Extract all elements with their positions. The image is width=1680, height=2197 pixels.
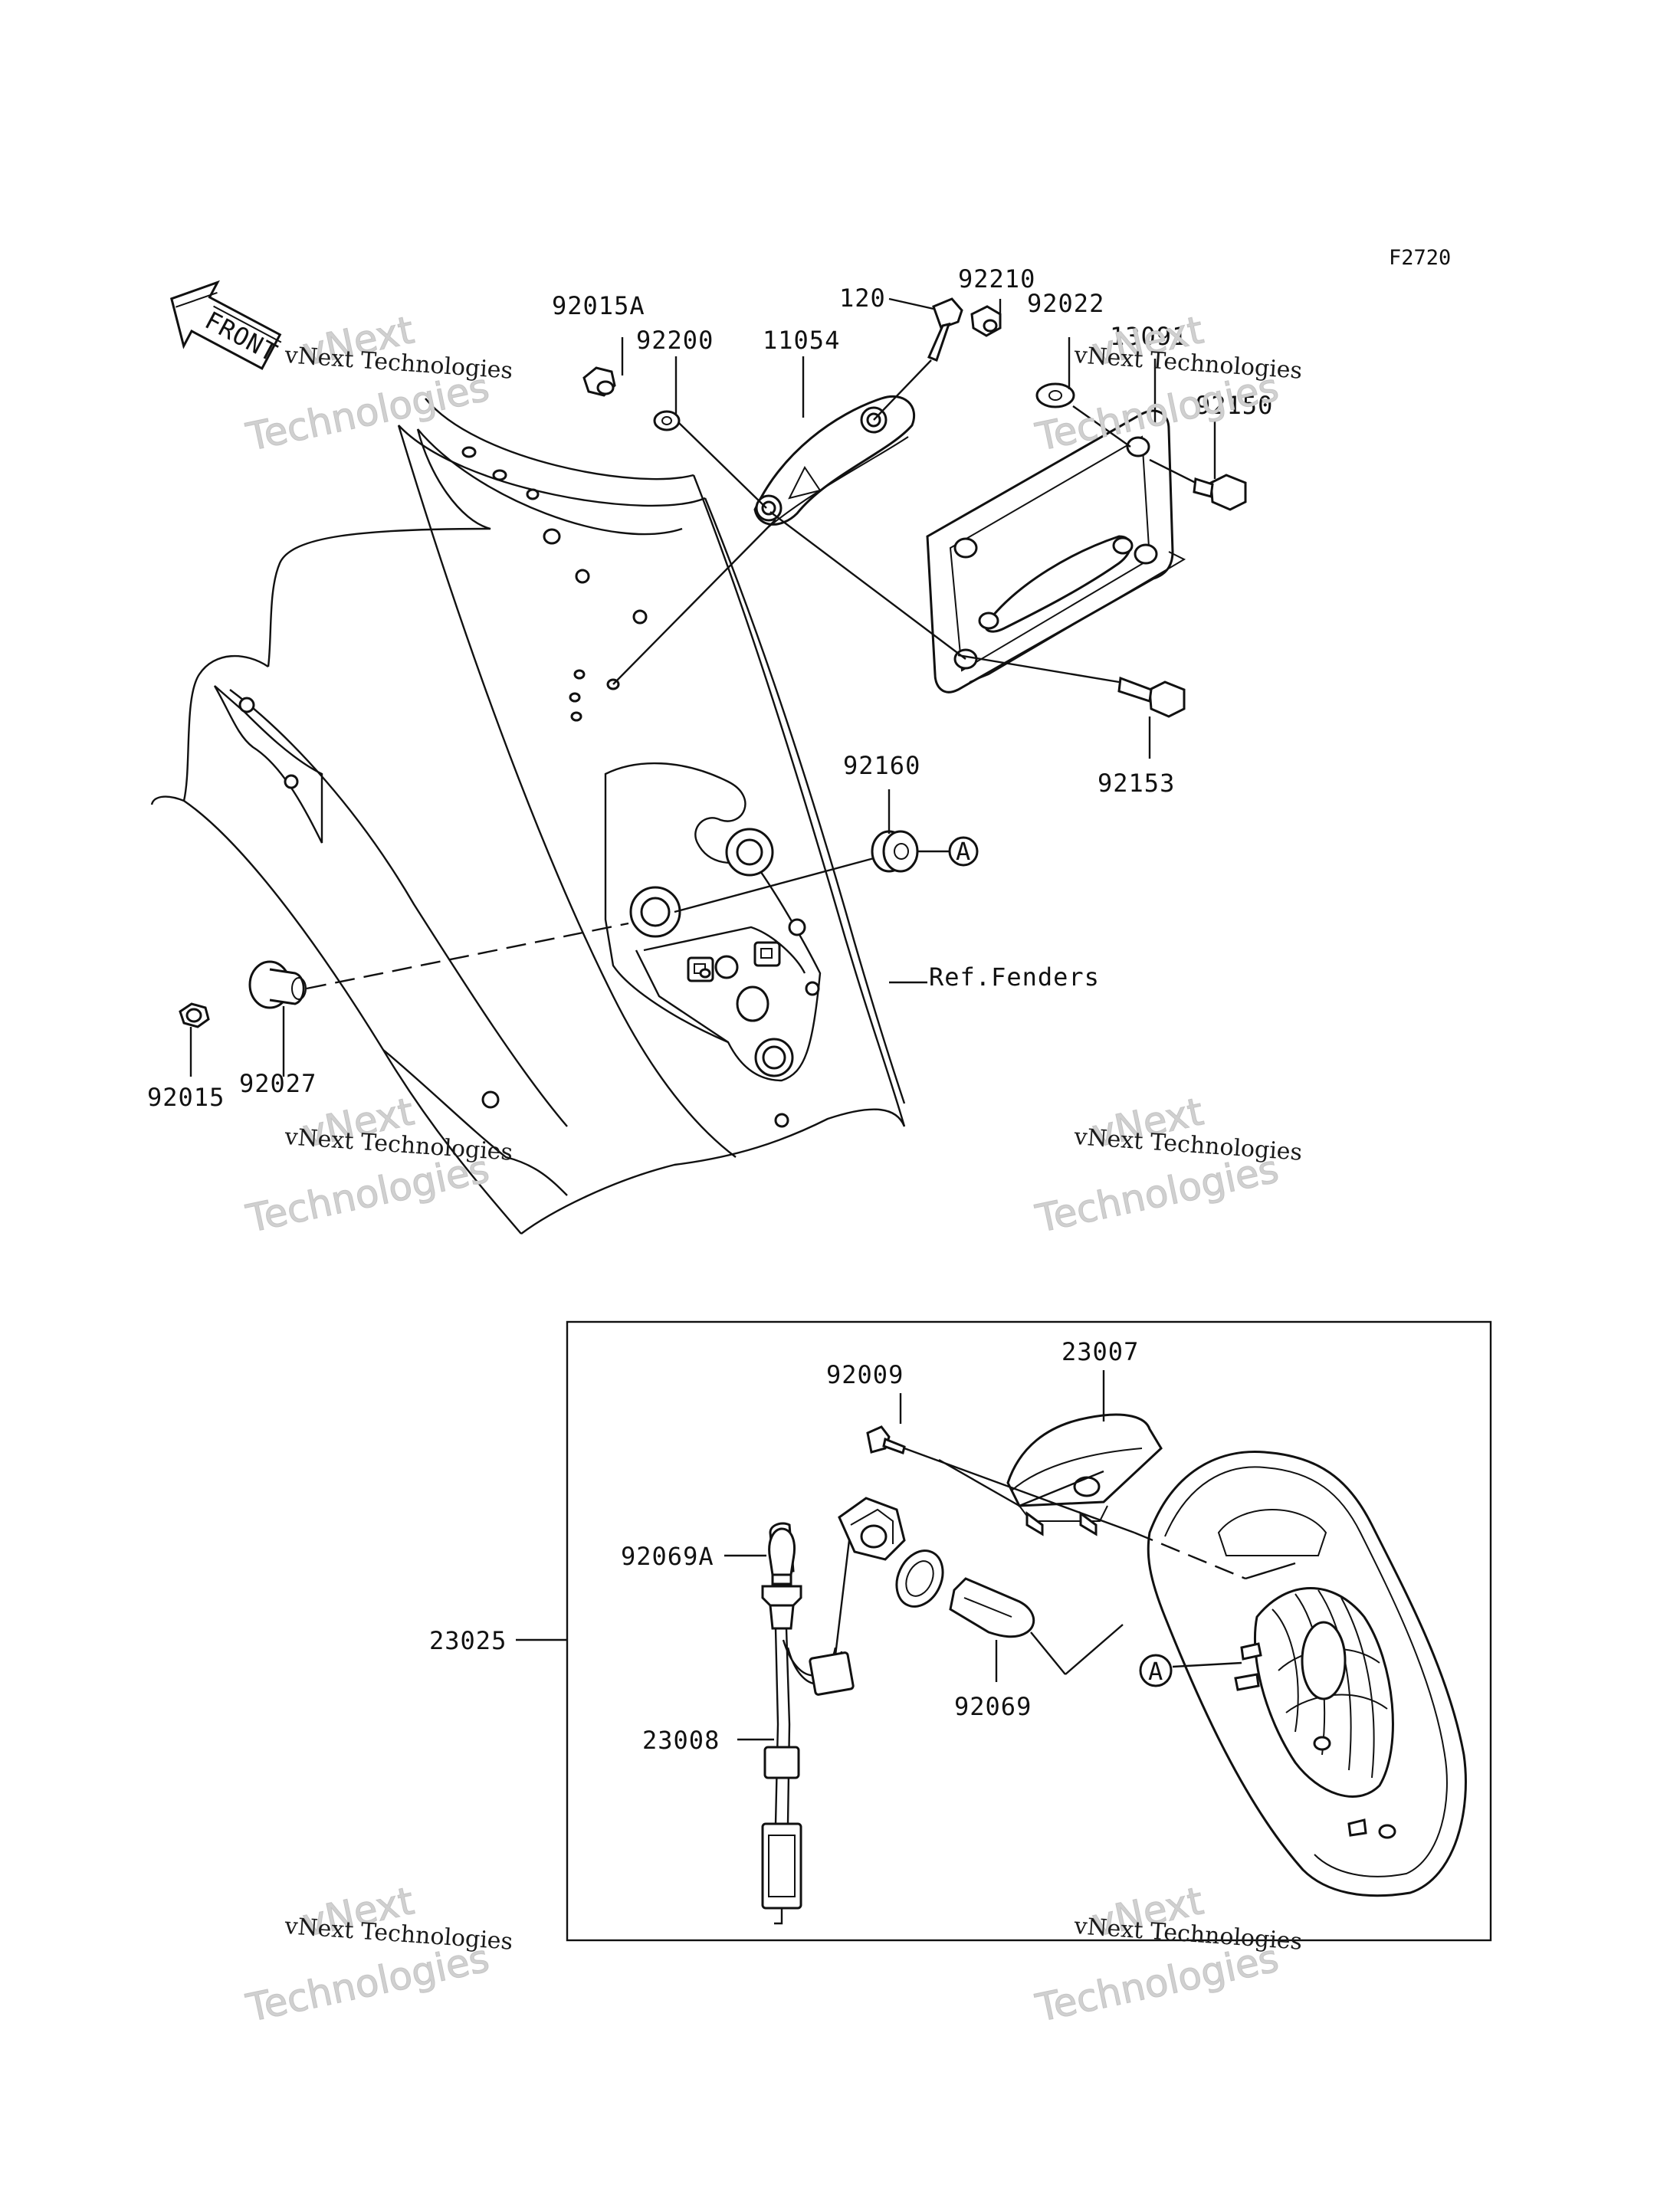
label-92200: 92200 <box>636 326 714 355</box>
socket-wiring-23008 <box>761 1497 944 1925</box>
watermark-bottom-left: vNext Technologies vNext Technologies <box>242 1878 514 2031</box>
label-23008: 23008 <box>642 1726 720 1755</box>
screw-92009 <box>866 1425 906 1454</box>
fenders-reference: Ref.Fenders <box>929 962 1100 992</box>
label-92210: 92210 <box>958 264 1035 293</box>
callout-a-lower-label: A <box>1148 1657 1163 1686</box>
bulb-92069 <box>949 1577 1035 1638</box>
watermark-top-left: vNext Technologies vNext Technologies <box>242 307 514 460</box>
label-92069: 92069 <box>954 1692 1032 1721</box>
label-23007: 23007 <box>1061 1337 1139 1366</box>
nut-92015 <box>179 1002 210 1028</box>
nut-92210 <box>970 305 1002 337</box>
figure-code: F2720 <box>1389 246 1451 270</box>
label-92015: 92015 <box>147 1083 225 1112</box>
callout-a-top-label: A <box>956 837 971 866</box>
callout-a-lower <box>1139 1654 1173 1687</box>
screw-120 <box>927 297 963 362</box>
label-92027: 92027 <box>239 1069 317 1098</box>
grommet-92160 <box>871 830 919 873</box>
washer-92022 <box>1035 382 1075 408</box>
collar-92027 <box>248 960 307 1009</box>
label-13091: 13091 <box>1110 322 1187 351</box>
watermark-mid-right: vNext Technologies vNext Technologies <box>1032 1089 1304 1241</box>
rear-fender-outline <box>150 398 906 1235</box>
tail-light-housing <box>1147 1450 1467 1897</box>
label-92022: 92022 <box>1027 289 1104 318</box>
bolt-92150 <box>1193 474 1247 511</box>
callout-a-top <box>948 836 979 867</box>
front-arrow-icon: FRONT <box>169 280 282 370</box>
license-bracket <box>753 395 916 530</box>
label-92009: 92009 <box>826 1360 904 1389</box>
nut-92015A <box>582 366 616 397</box>
washer-92200 <box>653 410 681 431</box>
label-92069A: 92069A <box>621 1542 714 1571</box>
label-120: 120 <box>839 284 886 313</box>
tail-light-assembly-box <box>566 1320 1492 1942</box>
label-92015A: 92015A <box>552 291 645 320</box>
watermark-bottom-right: vNext Technologies vNext Technologies <box>1032 1878 1304 2031</box>
label-92150: 92150 <box>1196 391 1273 420</box>
bolt-92153 <box>1117 676 1186 718</box>
label-92153: 92153 <box>1098 769 1175 798</box>
watermark-mid-left: vNext Technologies vNext Technologies <box>242 1089 514 1241</box>
tail-lens-23007 <box>1006 1413 1163 1536</box>
label-92160: 92160 <box>843 751 920 780</box>
bulb-92069A <box>768 1527 796 1585</box>
label-11054: 11054 <box>763 326 840 355</box>
label-23025: 23025 <box>429 1626 507 1655</box>
